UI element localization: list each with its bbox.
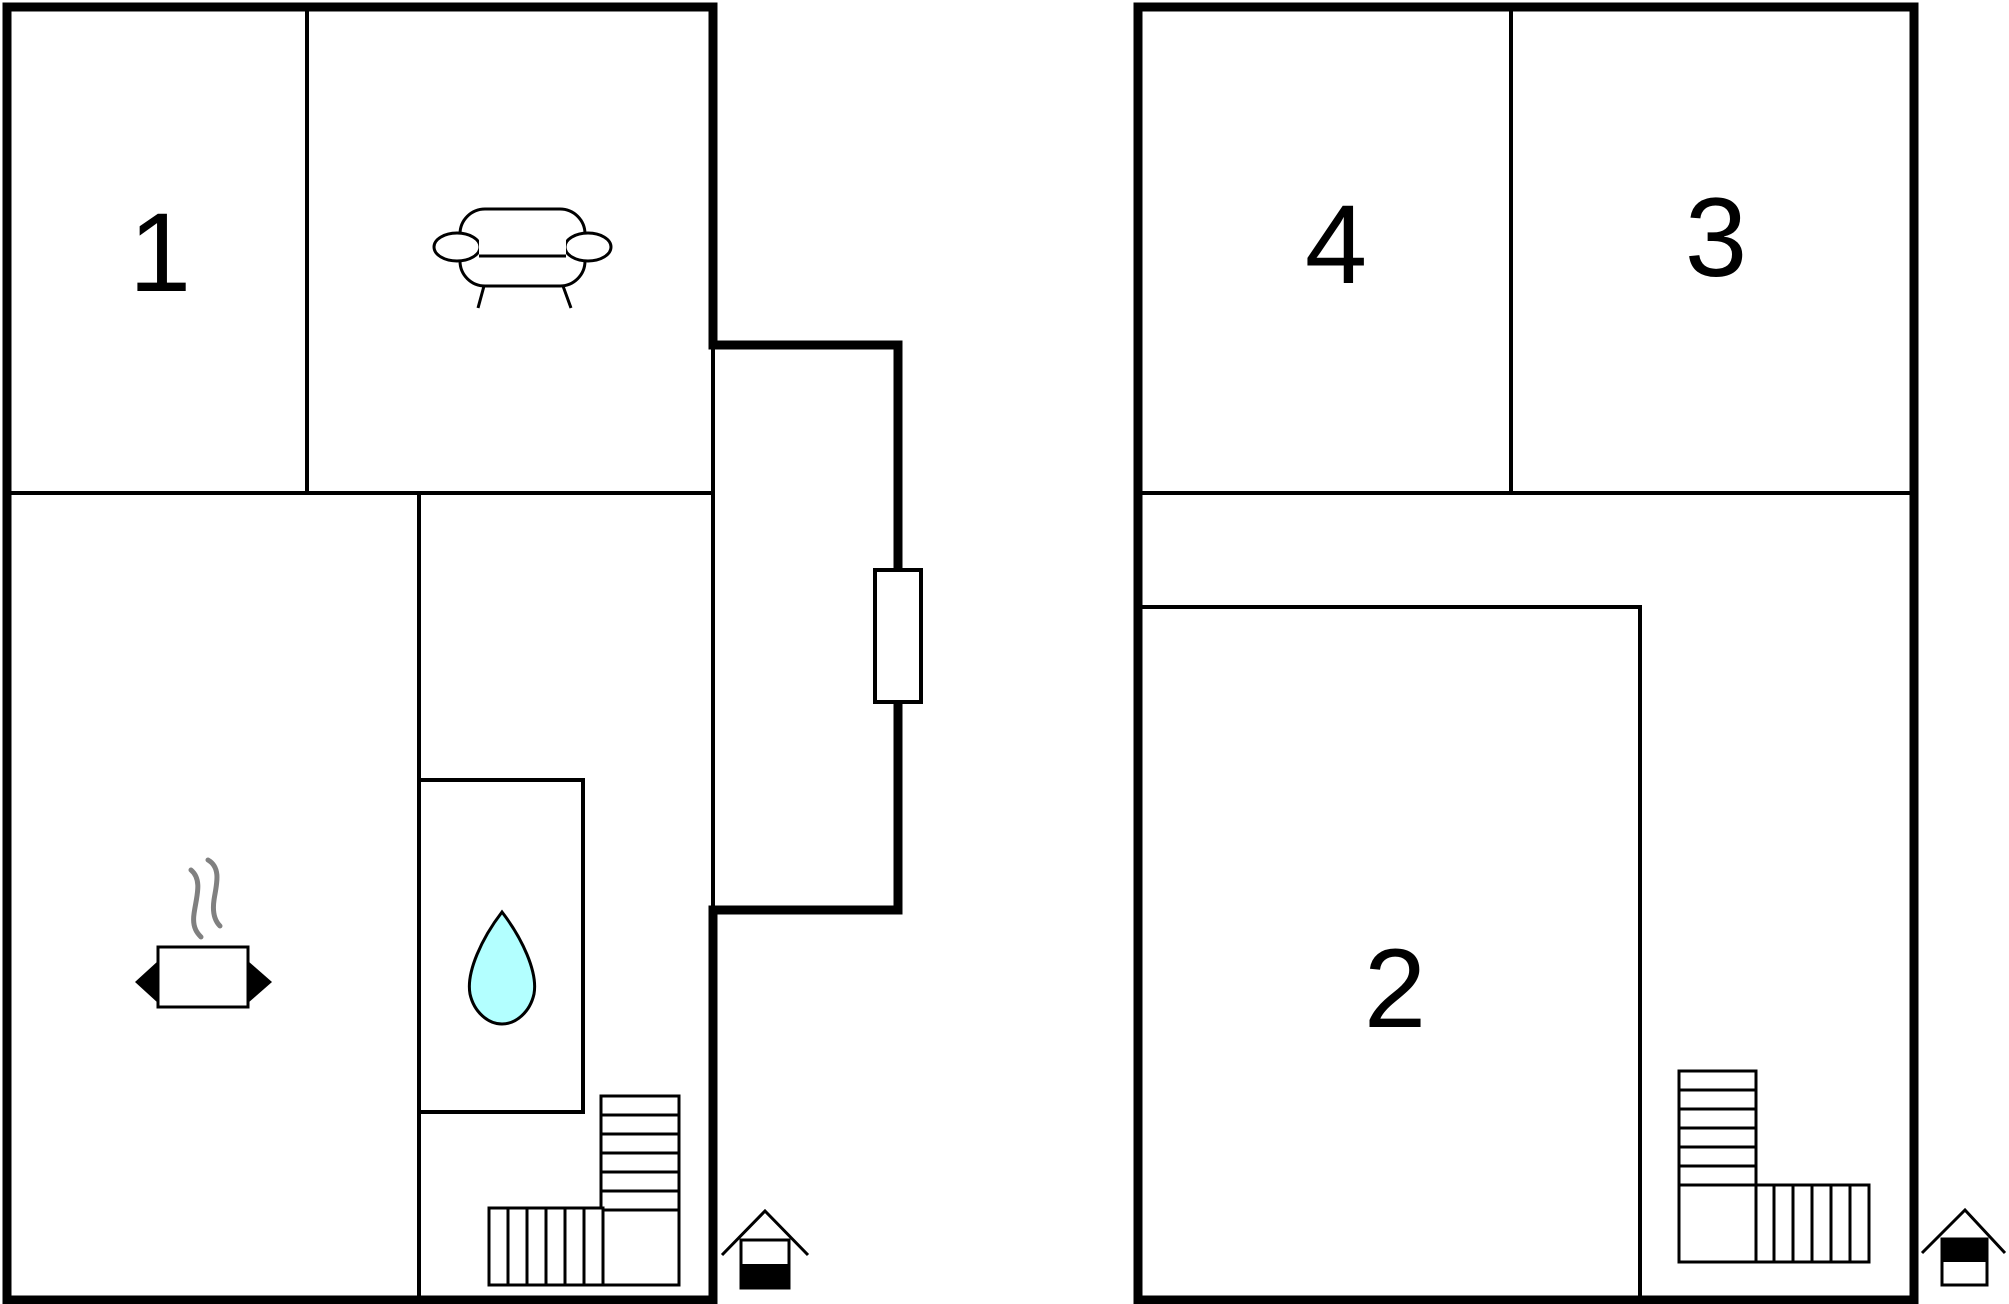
room-label-4: 4 (1305, 182, 1367, 307)
upper-floor-exterior-wall (1133, 2, 1919, 1304)
water-drop-icon (467, 909, 537, 1026)
exterior-door (873, 568, 923, 704)
ground-floor-interior-walls (7, 7, 715, 1300)
ground-floor-plan: 1 (2, 2, 923, 1304)
room-label-1: 1 (129, 190, 191, 315)
upper-floor-plan: 4 3 2 (1133, 2, 2007, 1304)
staircase-icon (1677, 1069, 1871, 1264)
room-label-2: 2 (1364, 926, 1426, 1051)
room-label-3: 3 (1685, 175, 1747, 300)
sofa-icon (432, 207, 613, 309)
cooking-pot-icon (135, 857, 272, 1009)
entrance-house-icon (720, 1208, 810, 1290)
upper-floor-interior-walls (1138, 7, 1914, 1300)
floor-indicator-house-icon (1920, 1207, 2007, 1287)
ground-floor-exterior-wall (2, 2, 903, 1304)
staircase-icon (487, 1094, 681, 1287)
